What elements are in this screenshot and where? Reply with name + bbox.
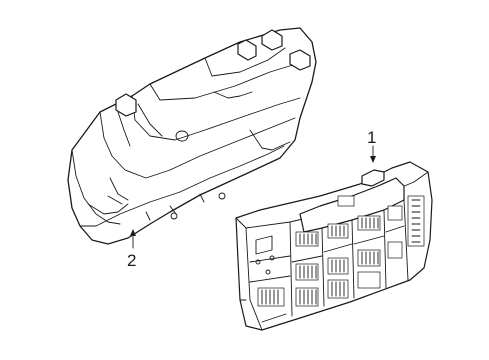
callout-2: 2 xyxy=(127,229,136,270)
fuse-slots xyxy=(257,195,425,307)
fuse-box-housing xyxy=(67,27,317,245)
fuse-box-module xyxy=(235,161,433,331)
callout-2-label: 2 xyxy=(127,251,136,270)
callout-1: 1 xyxy=(367,128,376,163)
callout-1-label: 1 xyxy=(367,128,376,147)
